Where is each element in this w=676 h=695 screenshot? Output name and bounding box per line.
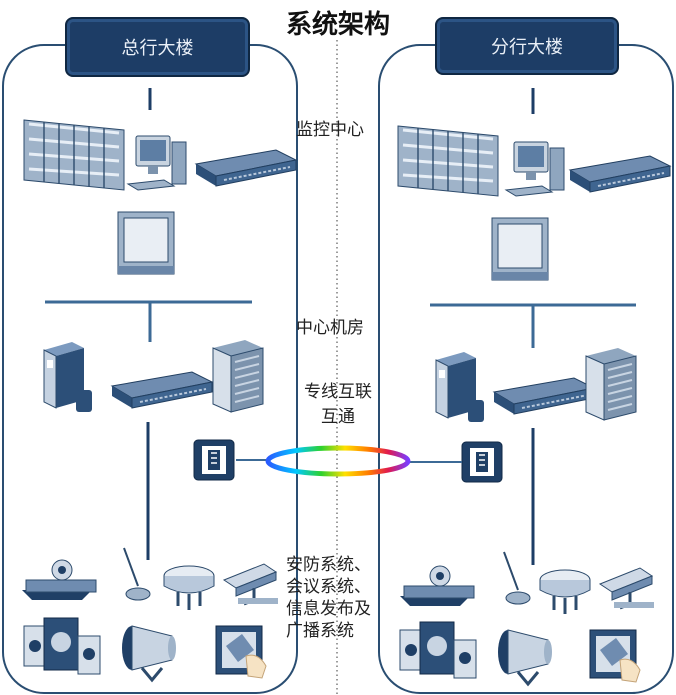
storage-unit-icon <box>111 371 213 409</box>
server-icon <box>435 351 485 423</box>
horn-speaker-icon <box>496 628 554 686</box>
systems-label: 安防系统、 会议系统、 信息发布及 广播系统 <box>286 554 371 642</box>
dedicated-line-label-line1: 专线互联 <box>304 382 372 402</box>
dedicated-line-label-line2: 互通 <box>321 407 355 427</box>
workstation-icon <box>127 135 187 191</box>
smoke-detector-icon <box>162 564 216 612</box>
branch-office-header: 分行大楼 <box>435 17 619 75</box>
workstation-icon <box>505 141 565 197</box>
camera-icon <box>598 566 656 610</box>
page-title: 系统架构 <box>285 10 390 40</box>
monitor-icon <box>117 211 175 275</box>
speaker-set-icon <box>399 621 477 679</box>
microphone-icon <box>123 547 151 601</box>
microphone-icon <box>503 551 531 605</box>
left-router-icon <box>193 439 235 481</box>
horn-speaker-icon <box>120 624 178 682</box>
video-wall-icon <box>396 124 500 198</box>
systems-label-line2: 会议系统、 <box>286 577 371 597</box>
video-conference-icon <box>399 565 475 607</box>
speaker-set-icon <box>23 617 101 675</box>
server-icon <box>43 341 93 413</box>
branch-office-group <box>396 88 671 686</box>
touch-display-icon <box>215 625 267 679</box>
systems-label-line3: 信息发布及 <box>286 599 371 619</box>
nvr-icon <box>195 149 297 187</box>
nvr-icon <box>569 155 671 193</box>
storage-array-icon <box>212 339 264 413</box>
systems-label-line1: 安防系统、 <box>286 555 371 575</box>
head-office-group <box>21 88 297 682</box>
dedicated-line-label: 专线互联 互通 <box>290 381 386 428</box>
monitor-icon <box>491 217 549 281</box>
dedicated-line-ring <box>265 445 411 477</box>
video-conference-icon <box>21 559 97 601</box>
monitor-center-label: 监控中心 <box>296 120 364 140</box>
touch-display-icon <box>589 629 641 683</box>
systems-label-line4: 广播系统 <box>286 621 354 641</box>
storage-array-icon <box>585 347 637 421</box>
right-router-icon <box>461 441 503 483</box>
smoke-detector-icon <box>538 568 592 616</box>
head-office-header: 总行大楼 <box>65 17 250 77</box>
video-wall-icon <box>22 118 126 192</box>
storage-unit-icon <box>493 377 595 415</box>
camera-icon <box>222 562 280 606</box>
machine-room-label: 中心机房 <box>296 318 364 338</box>
